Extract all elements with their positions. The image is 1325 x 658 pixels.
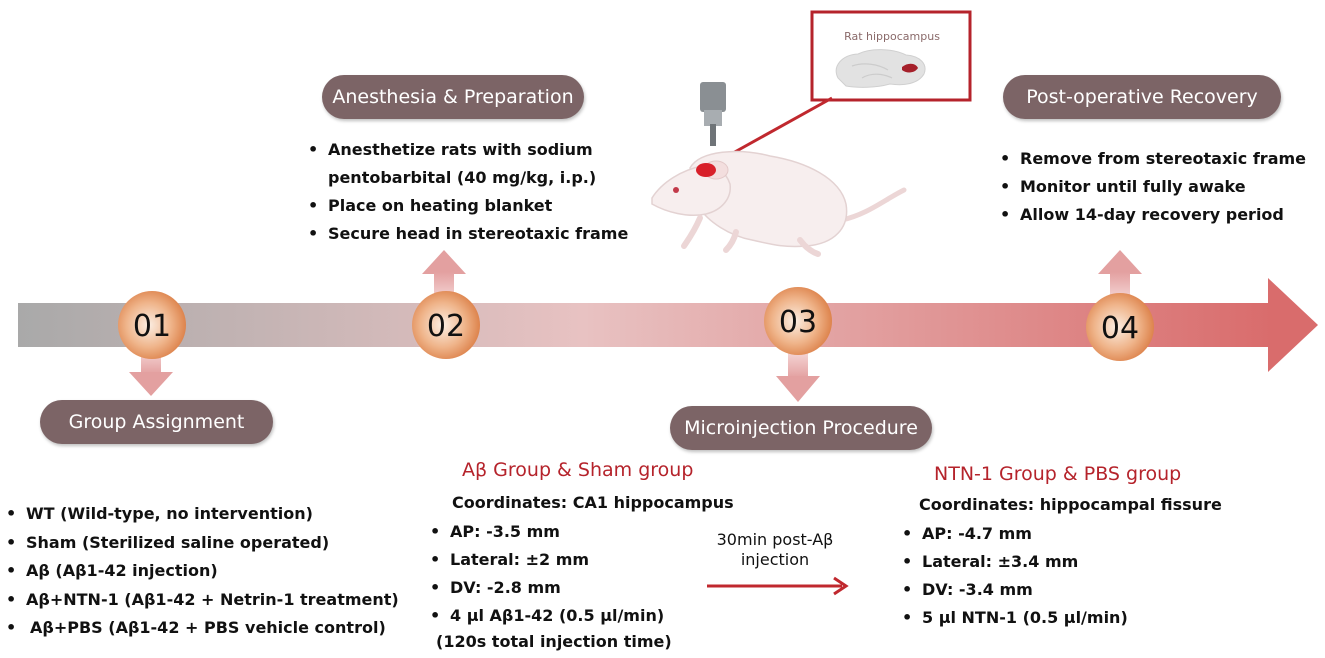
step-circle-04: 04 [1086,293,1154,361]
recovery-list: Remove from stereotaxic frame Monitor un… [998,145,1306,229]
ntn-group-title: NTN-1 Group & PBS group [934,463,1182,485]
step-title-microinjection: Microinjection Procedure [670,406,932,450]
rat-illustration [651,82,907,257]
anesthesia-list: Anesthetize rats with sodium pentobarbit… [306,136,628,248]
list-item-text: pentobarbital (40 mg/kg, i.p.) [328,168,597,187]
timeline-arrow [18,278,1318,372]
transition-arrow [707,576,849,596]
ntn-params-list: AP: -4.7 mm Lateral: ±3.4 mm DV: -3.4 mm… [900,520,1128,632]
step-number-02: 02 [427,309,465,344]
list-item: DV: -2.8 mm [428,574,664,602]
abeta-params-list: AP: -3.5 mm Lateral: ±2 mm DV: -2.8 mm 4… [428,518,664,630]
step-circle-01: 01 [118,291,186,359]
list-item: Aβ+PBS (Aβ1-42 + PBS vehicle control) [4,614,399,643]
list-item-continuation: pentobarbital (40 mg/kg, i.p.) [306,164,628,192]
list-item: Place on heating blanket [306,192,628,220]
step-number-03: 03 [779,305,817,340]
step-title-anesthesia: Anesthesia & Preparation [322,75,584,119]
ntn-coordinates: Coordinates: hippocampal fissure [919,495,1222,514]
inset-pointer [723,96,833,160]
list-item: Monitor until fully awake [998,173,1306,201]
group-list: WT (Wild-type, no intervention) Sham (St… [4,500,399,643]
step-circle-02: 02 [412,291,480,359]
transition-label: 30min post-Aβ injection [694,530,856,570]
list-item: AP: -3.5 mm [428,518,664,546]
list-item: Aβ (Aβ1-42 injection) [4,557,399,586]
list-item: Allow 14-day recovery period [998,201,1306,229]
step-number-01: 01 [133,309,171,344]
arrow-up-04 [1098,250,1142,300]
brain-illustration [835,49,926,88]
list-item: AP: -4.7 mm [900,520,1128,548]
step-circle-03: 03 [764,287,832,355]
inset-box [810,10,972,102]
list-item: DV: -3.4 mm [900,576,1128,604]
inset-label: Rat hippocampus [844,30,940,43]
list-item: Lateral: ±3.4 mm [900,548,1128,576]
arrow-down-03 [776,352,820,402]
transition-label-line2: injection [740,550,810,569]
list-item: Aβ+NTN-1 (Aβ1-42 + Netrin-1 treatment) [4,586,399,615]
abeta-coordinates: Coordinates: CA1 hippocampus [452,493,734,512]
list-item: WT (Wild-type, no intervention) [4,500,399,529]
abeta-group-title: Aβ Group & Sham group [462,459,694,481]
transition-label-line1: 30min post-Aβ [716,530,834,549]
list-item: Remove from stereotaxic frame [998,145,1306,173]
list-item: 5 μl NTN-1 (0.5 μl/min) [900,604,1128,632]
list-item: Sham (Sterilized saline operated) [4,529,399,558]
abeta-note: (120s total injection time) [436,632,672,651]
step-number-04: 04 [1101,311,1139,346]
step-title-group-assignment: Group Assignment [40,400,273,444]
list-item: 4 μl Aβ1-42 (0.5 μl/min) [428,602,664,630]
step-title-recovery: Post-operative Recovery [1003,75,1281,119]
list-item: Lateral: ±2 mm [428,546,664,574]
list-item: Anesthetize rats with sodium [306,136,628,164]
list-item: Secure head in stereotaxic frame [306,220,628,248]
